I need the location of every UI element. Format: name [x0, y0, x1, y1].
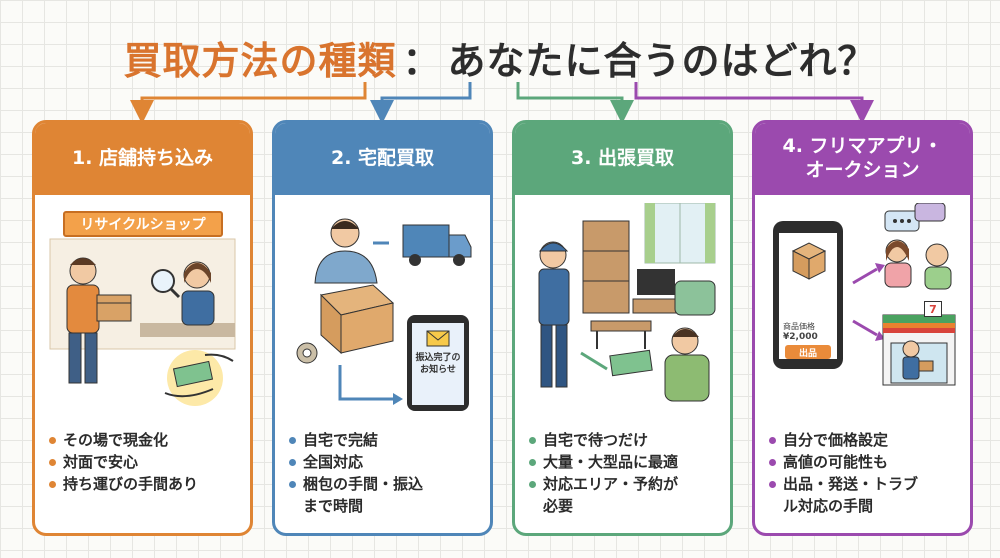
card-flea-market-app: 4. フリマアプリ・ オークション [752, 120, 973, 536]
list-item: 梱包の手間・振込 [287, 473, 487, 495]
title-part1: 買取方法の種類 [123, 39, 397, 83]
cash-hands-icon [164, 350, 234, 406]
card-heading: 2. 宅配買取 [275, 123, 490, 195]
list-item: 必要 [543, 497, 574, 515]
listing-button[interactable]: 出品 [785, 345, 831, 359]
arrow-green [516, 82, 634, 124]
packing-person-icon [314, 218, 378, 284]
list-item: その場で現金化 [47, 429, 247, 451]
list-item: ル対応の手間 [783, 497, 874, 515]
list-item: 対面で安心 [47, 451, 247, 473]
card-store-dropoff: 1. 店舗持ち込み リサイクルショップ [32, 120, 253, 536]
list-item: 対応エリア・予約が [527, 473, 727, 495]
card-heading: 4. フリマアプリ・ オークション [755, 123, 970, 195]
arrow-orange [130, 82, 367, 124]
delivery-truck-icon [373, 224, 472, 266]
smartphone-icon [407, 315, 469, 411]
card-heading: 1. 店舗持ち込み [35, 123, 250, 195]
shop-sign: リサイクルショップ [63, 211, 223, 237]
customer-icon [66, 257, 100, 384]
list-item: 自宅で待つだけ [527, 429, 727, 451]
card-home-visit: 3. 出張買取 [512, 120, 733, 536]
title-separator: ： [402, 39, 442, 83]
list-item: 自宅で完結 [287, 429, 487, 451]
card-illustration: リサイクルショップ [45, 203, 240, 413]
list-item: 出品・発送・トラブ [767, 473, 967, 495]
card-illustration: 振込完了の お知らせ [285, 203, 480, 413]
listing-price: ¥2,000 [783, 332, 818, 342]
title-part2: あなたに合うのはどれ？ [447, 39, 877, 83]
point-list: その場で現金化 対面で安心 持ち運びの手間あり [47, 429, 247, 495]
arrow-blue [370, 82, 472, 124]
list-item: 持ち運びの手間あり [47, 473, 247, 495]
cardboard-box-icon [96, 294, 132, 322]
sofa-icon [674, 280, 716, 316]
chat-bubble-icon [884, 203, 946, 232]
point-list: 自宅で待つだけ 大量・大型品に最適 対応エリア・予約が 必要 [527, 429, 727, 517]
cardboard-box-icon [319, 284, 395, 355]
list-item: 大量・大型品に最適 [527, 451, 727, 473]
list-item: 自分で価格設定 [767, 429, 967, 451]
listing-info: 商品価格 ¥2,000 [783, 321, 835, 343]
card-heading-line: オークション [805, 159, 920, 181]
smartphone-icon [773, 221, 843, 369]
shop-clerk-icon [181, 261, 215, 326]
list-item: まで時間 [303, 497, 364, 515]
buyers-icon [884, 239, 952, 290]
card-heading-line: 4. フリマアプリ・ [782, 135, 943, 158]
point-list: 自分で価格設定 高値の可能性も 出品・発送・トラブ ル対応の手間 [767, 429, 967, 517]
listing-label: 商品価格 [783, 322, 815, 331]
phone-note-line: 振込完了の [415, 353, 461, 363]
mail-icon [426, 330, 450, 347]
card-illustration: 商品価格 ¥2,000 出品 7 [765, 203, 960, 413]
cash-icon [609, 349, 653, 377]
staff-icon [538, 241, 570, 388]
arrow-purple [634, 82, 874, 124]
customer-icon [664, 327, 710, 402]
store-sign: 7 [924, 301, 942, 317]
tv-icon [632, 269, 682, 314]
magnifier-icon [151, 269, 181, 299]
page-title: 買取方法の種類：あなたに合うのはどれ？ [0, 30, 1000, 85]
card-illustration [525, 203, 720, 413]
list-item: 全国対応 [287, 451, 487, 473]
shipping-person-icon [902, 340, 934, 380]
point-list: 自宅で完結 全国対応 梱包の手間・振込 まで時間 [287, 429, 487, 517]
phone-notification: 振込完了の お知らせ [412, 352, 464, 376]
card-heading: 3. 出張買取 [515, 123, 730, 195]
tape-icon [296, 342, 318, 364]
card-home-delivery: 2. 宅配買取 [272, 120, 493, 536]
list-item: 高値の可能性も [767, 451, 967, 473]
phone-note-line: お知らせ [420, 365, 456, 375]
furniture-icon [582, 220, 652, 349]
